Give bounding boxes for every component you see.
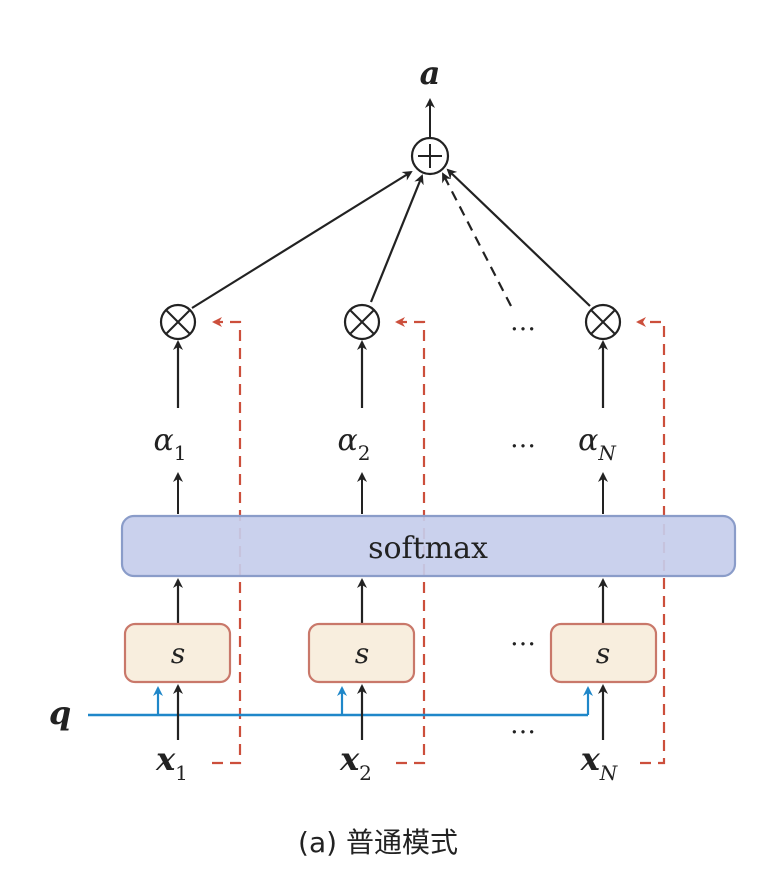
mul-node-2 (343, 303, 381, 341)
output-label: a (420, 54, 441, 92)
score-label-2: s (355, 637, 369, 670)
ellipsis-score-row: … (510, 622, 536, 652)
ellipsis-query-row: … (510, 710, 536, 740)
score-box-1 (123, 622, 232, 684)
score-label-1: s (171, 637, 185, 670)
alpha-label-1: α1 (154, 423, 187, 465)
alpha-label-N: αN (578, 423, 617, 465)
edge-mulN-sum (446, 168, 591, 307)
alpha-label-2: α2 (338, 423, 371, 465)
x-label-2: x2 (339, 740, 372, 785)
softmax-label: softmax (368, 531, 488, 566)
mul-node-N (584, 303, 622, 341)
ellipsis-alpha-row: … (510, 424, 536, 454)
softmax-box (120, 514, 737, 578)
edge-dots-sum (442, 172, 512, 307)
score-box-2 (307, 622, 416, 684)
x-label-N: xN (580, 740, 619, 785)
query-label: q (49, 694, 71, 732)
score-label-N: s (596, 637, 610, 670)
edge-mul2-sum (369, 174, 424, 303)
score-box-N (549, 622, 658, 684)
ellipsis-mul-row: … (510, 307, 536, 337)
x-label-1: x1 (155, 740, 188, 785)
figure-caption: (a) 普通模式 (298, 826, 458, 859)
edge-mul1-sum (191, 170, 413, 309)
mul-node-1 (159, 303, 197, 341)
